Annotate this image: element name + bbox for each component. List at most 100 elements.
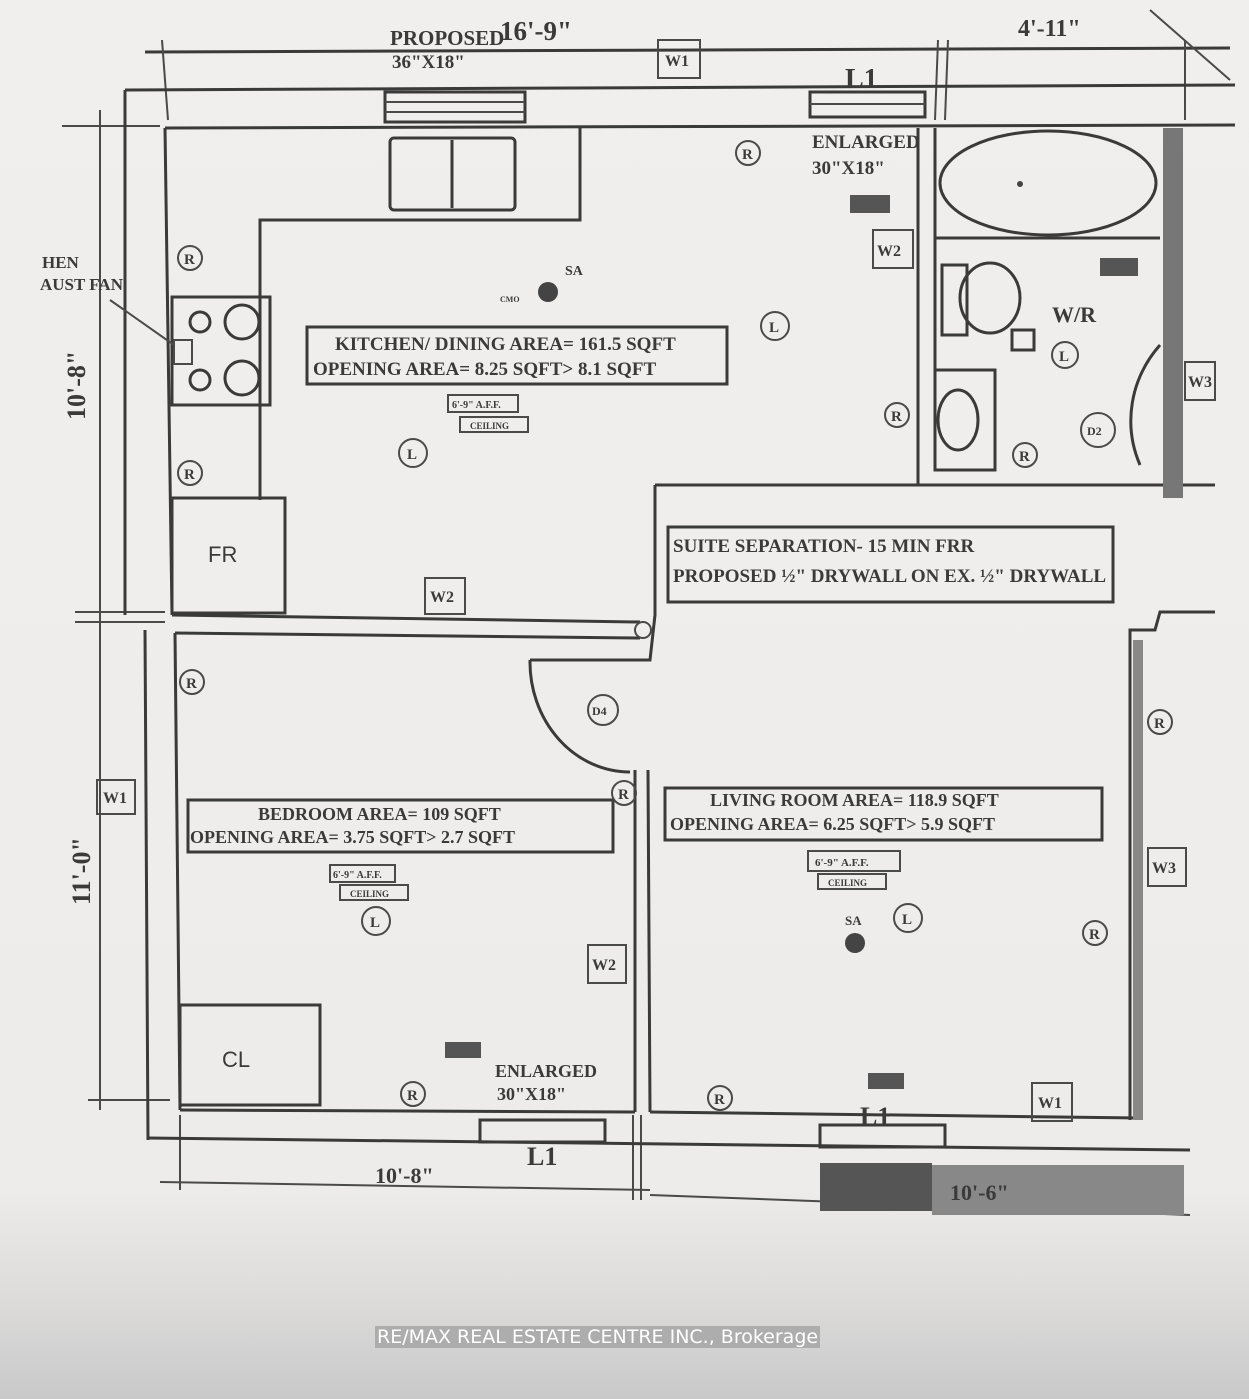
l1-window-bedroom <box>478 1118 607 1144</box>
svg-text:6'-9" A.F.F.: 6'-9" A.F.F. <box>333 870 382 881</box>
tag-w1-top: W1 <box>657 39 701 79</box>
svg-text:CEILING: CEILING <box>470 421 509 431</box>
suite-separation-box: SUITE SEPARATION- 15 MIN FRR PROPOSED ½"… <box>666 525 1115 604</box>
exhaust-fan-2: AUST FAN <box>40 275 124 294</box>
tag-w3-living: W3 <box>1147 847 1187 887</box>
svg-text:R: R <box>186 676 197 692</box>
closet-label: CL <box>222 1047 250 1072</box>
tag-r-10: R <box>400 1081 426 1107</box>
tag-r-6: R <box>179 669 205 695</box>
ceiling-tag-kitchen: 6'-9" A.F.F. CEILING <box>447 394 529 433</box>
svg-text:R: R <box>1019 449 1030 465</box>
fridge-label: FR <box>208 542 237 567</box>
tag-r-5: R <box>1012 442 1038 468</box>
tag-w1-bottom: W1 <box>1031 1082 1073 1122</box>
svg-text:W3: W3 <box>1152 860 1176 877</box>
svg-text:R: R <box>184 252 195 268</box>
tag-l-2: L <box>398 438 428 468</box>
tag-w3-bath: W3 <box>1184 361 1216 401</box>
tag-r-3: R <box>735 140 761 166</box>
svg-text:L: L <box>1059 349 1069 365</box>
enlarged-bottom: ENLARGED <box>495 1061 597 1081</box>
kitchen-area-box: KITCHEN/ DINING AREA= 161.5 SQFT OPENING… <box>305 325 729 386</box>
ceiling-tag-living: 6'-9" A.F.F. CEILING <box>807 850 901 890</box>
l1-label-top: L1 <box>845 64 878 95</box>
svg-text:R: R <box>407 1088 418 1104</box>
wr-label: W/R <box>1052 302 1097 327</box>
svg-text:L: L <box>370 915 380 931</box>
kitchen-opening-area: OPENING AREA= 8.25 SQFT> 8.1 SQFT <box>313 359 656 380</box>
dim-bottom-right: 10'-6" <box>950 1180 1009 1205</box>
svg-text:R: R <box>742 147 753 163</box>
dim-left-lower: 11'-0" <box>67 837 96 905</box>
living-opening-area: OPENING AREA= 6.25 SQFT> 5.9 SQFT <box>670 814 995 834</box>
dimension-lines <box>62 9 1231 1216</box>
enlarged-top: ENLARGED <box>812 132 920 153</box>
svg-text:R: R <box>1154 716 1165 732</box>
kitchen-counter <box>258 90 927 500</box>
tag-l-4: L <box>361 906 391 936</box>
tag-l-3: L <box>1051 341 1079 369</box>
svg-text:D2: D2 <box>1087 424 1102 438</box>
svg-text:W2: W2 <box>877 243 901 260</box>
svg-text:W1: W1 <box>665 53 689 70</box>
svg-text:R: R <box>714 1092 725 1108</box>
tag-l-5: L <box>893 903 923 933</box>
svg-text:L: L <box>769 320 779 336</box>
l1-label-bedroom: L1 <box>527 1142 557 1171</box>
tag-w2-bath: W2 <box>872 229 914 269</box>
bedroom-opening-area: OPENING AREA= 3.75 SQFT> 2.7 SQFT <box>190 827 515 847</box>
outer-walls <box>123 83 1236 1152</box>
svg-text:W2: W2 <box>430 589 454 606</box>
svg-text:R: R <box>891 409 902 425</box>
stove <box>109 295 272 407</box>
dim-bottom-left: 10'-8" <box>375 1163 434 1188</box>
tag-r-2: R <box>177 460 203 486</box>
tag-r-7: R <box>611 780 637 806</box>
svg-text:L: L <box>407 447 417 463</box>
svg-text:W2: W2 <box>592 957 616 974</box>
enlarged-top-size: 30"X18" <box>812 158 885 179</box>
tag-r-11: R <box>707 1085 733 1111</box>
svg-text:6'-9" A.F.F.: 6'-9" A.F.F. <box>815 857 869 869</box>
exhaust-fan-1: HEN <box>42 253 80 272</box>
dim-top-main: 16'-9" <box>500 16 572 46</box>
dark-block <box>820 1163 932 1211</box>
svg-text:W1: W1 <box>103 790 127 807</box>
tag-d2: D2 <box>1080 412 1116 448</box>
ceiling-tag-bedroom: 6'-9" A.F.F. CEILING <box>329 864 409 901</box>
brokerage-watermark: RE/MAX REAL ESTATE CENTRE INC., Brokerag… <box>375 1326 821 1348</box>
living-area: LIVING ROOM AREA= 118.9 SQFT <box>710 790 999 810</box>
svg-text:R: R <box>1089 927 1100 943</box>
tag-r-9: R <box>1082 920 1108 946</box>
sa-label-kitchen: SA <box>565 264 584 279</box>
tag-w2-bedroom: W2 <box>587 944 627 984</box>
enlarged-bottom-size: 30"X18" <box>497 1084 566 1104</box>
interior-walls <box>171 128 1215 1120</box>
svg-text:CEILING: CEILING <box>828 878 867 888</box>
living-area-box: LIVING ROOM AREA= 118.9 SQFT OPENING ARE… <box>663 786 1104 842</box>
suite-separation-line1: SUITE SEPARATION- 15 MIN FRR <box>673 536 974 557</box>
tag-d4: D4 <box>587 694 619 726</box>
proposed-window <box>383 90 527 124</box>
proposed-label: PROPOSED <box>390 26 504 50</box>
grey-block <box>932 1165 1184 1215</box>
dim-top-right: 4'-11" <box>1018 16 1081 42</box>
l1-window-living <box>818 1123 947 1149</box>
tag-l-1: L <box>760 311 790 341</box>
svg-text:L: L <box>902 912 912 928</box>
tag-r-4: R <box>884 402 910 428</box>
dim-left-upper: 10'-8" <box>62 351 91 420</box>
proposed-size: 36"X18" <box>392 52 465 73</box>
sa-label-living: SA <box>845 913 862 928</box>
svg-text:W3: W3 <box>1188 374 1212 391</box>
svg-text:R: R <box>618 787 629 803</box>
bedroom-area: BEDROOM AREA= 109 SQFT <box>258 804 501 824</box>
l1-label-living: L1 <box>860 1102 890 1131</box>
tag-w2-kitchen: W2 <box>424 577 466 615</box>
tag-w1-left: W1 <box>96 779 136 815</box>
svg-text:CEILING: CEILING <box>350 889 389 899</box>
bathroom-fixtures <box>850 129 1158 472</box>
svg-text:W1: W1 <box>1038 1095 1062 1112</box>
